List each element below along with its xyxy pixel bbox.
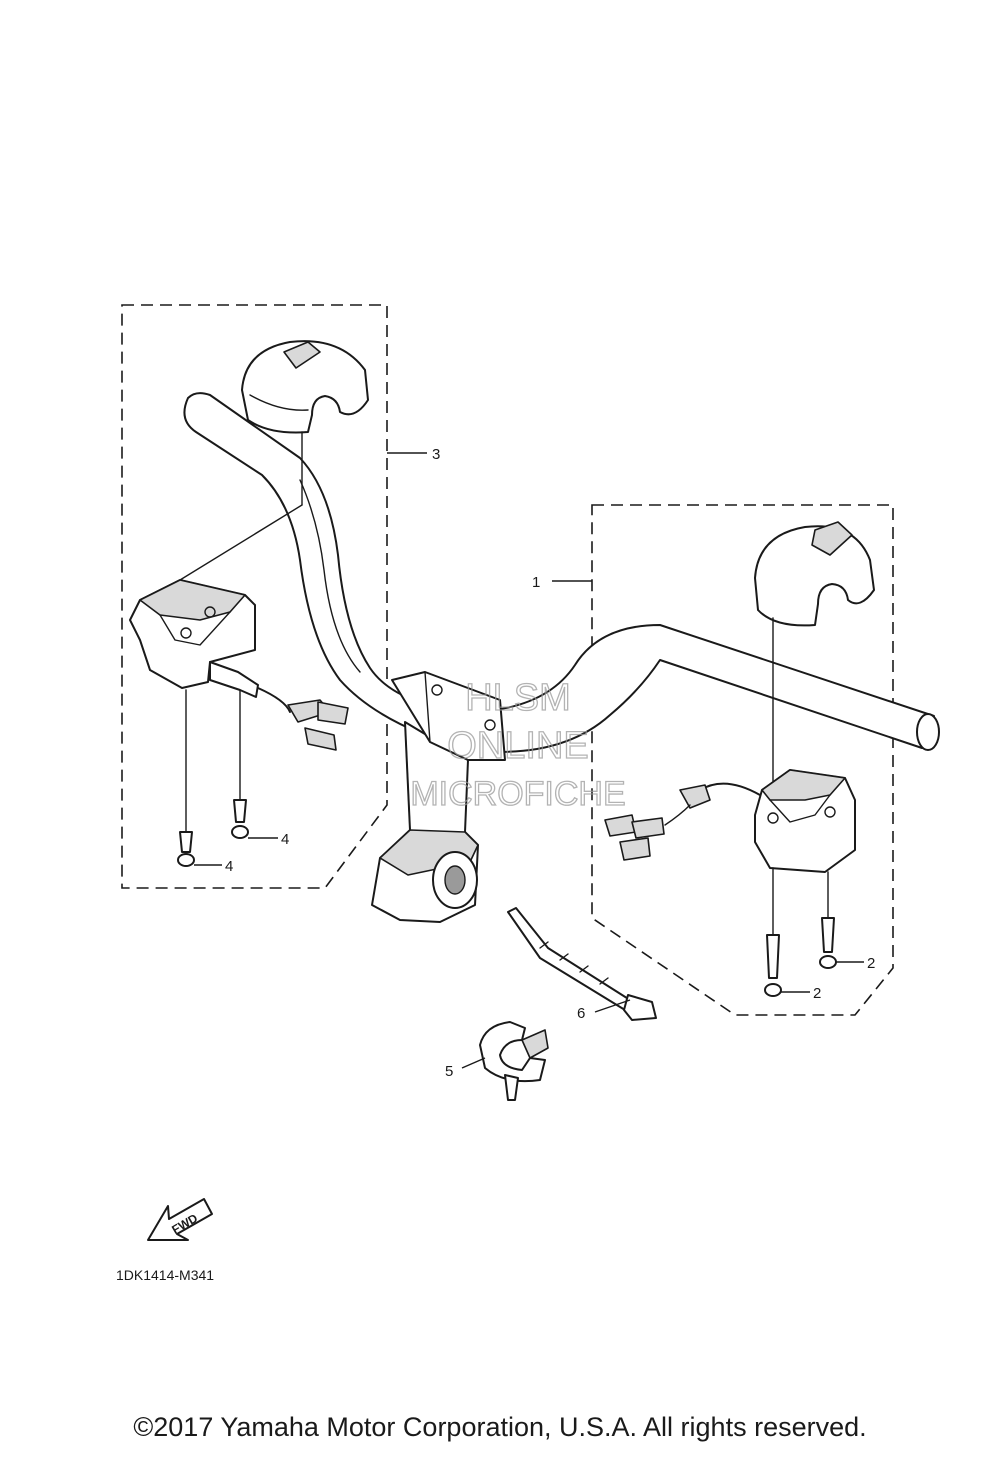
left-screw-rear <box>231 689 249 839</box>
group-box-right <box>591 504 894 1016</box>
wire-clamp <box>479 1021 549 1101</box>
right-switch-upper-cover <box>754 521 875 627</box>
right-switch-lower-housing <box>604 769 856 873</box>
group-box-left <box>121 304 388 889</box>
left-switch-upper-cover <box>241 340 369 434</box>
leader-5 <box>461 1057 486 1069</box>
diagram-code: 1DK1414-M341 <box>116 1267 214 1283</box>
copyright-notice: ©2017 Yamaha Motor Corporation, U.S.A. A… <box>133 1412 867 1442</box>
forward-arrow-icon: FWD <box>147 1198 213 1241</box>
left-screw-front <box>177 689 195 867</box>
callout-1: 1 <box>532 574 540 591</box>
callout-5: 5 <box>445 1063 453 1080</box>
callout-4a: 4 <box>281 831 289 848</box>
callout-3: 3 <box>432 446 440 463</box>
watermark-line-3: MICROFICHE <box>410 775 625 813</box>
callout-2a: 2 <box>867 955 875 972</box>
right-screw-rear <box>819 871 837 969</box>
watermark-line-1: HLSM <box>465 677 571 719</box>
steering-stem <box>371 671 506 923</box>
callout-6: 6 <box>577 1005 585 1022</box>
cable-tie <box>507 907 657 1021</box>
watermark-line-2: ONLINE <box>447 725 588 767</box>
callout-2b: 2 <box>813 985 821 1002</box>
left-switch-lower-housing <box>129 579 349 751</box>
left-guide-diagonal <box>179 504 303 581</box>
right-screw-front <box>764 867 782 997</box>
leader-6 <box>594 999 631 1013</box>
callout-4b: 4 <box>225 858 233 875</box>
handlebar <box>183 392 940 753</box>
